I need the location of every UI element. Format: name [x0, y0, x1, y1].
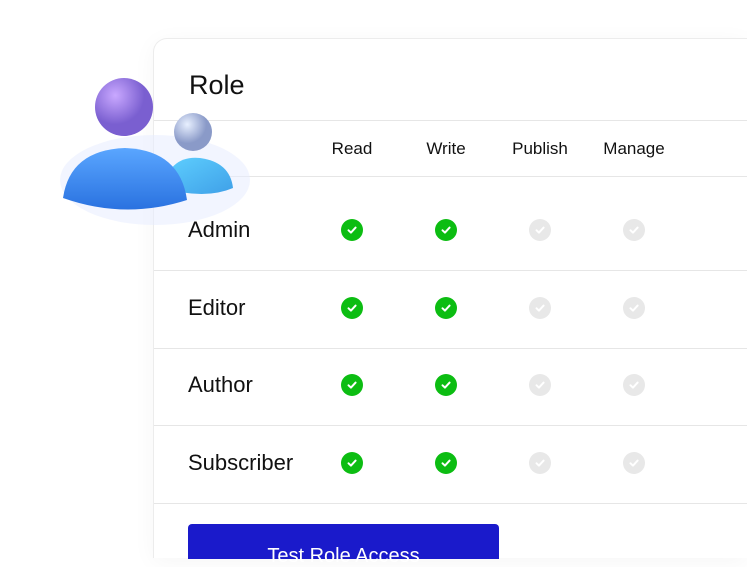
role-label: Admin: [188, 217, 251, 242]
divider: [154, 348, 747, 349]
check-denied-icon: [623, 374, 645, 396]
check-denied-icon: [529, 297, 551, 319]
check-denied-icon: [623, 219, 645, 241]
check-granted-icon: [435, 219, 457, 241]
role-label: Author: [188, 372, 253, 397]
divider: [154, 176, 747, 177]
column-header-manage: Manage: [603, 139, 665, 158]
role-label: Editor: [188, 295, 246, 320]
divider: [154, 270, 747, 271]
check-granted-icon: [341, 297, 363, 319]
divider: [154, 120, 747, 121]
check-granted-icon: [341, 452, 363, 474]
check-denied-icon: [529, 452, 551, 474]
check-granted-icon: [435, 297, 457, 319]
column-header-publish: Publish: [512, 139, 568, 158]
check-granted-icon: [435, 452, 457, 474]
check-granted-icon: [435, 374, 457, 396]
column-header-read: Read: [331, 139, 373, 158]
divider: [154, 503, 747, 504]
role-label: Subscriber: [188, 450, 294, 475]
column-header-write: Write: [426, 139, 466, 158]
check-denied-icon: [529, 219, 551, 241]
card-title: Role: [189, 70, 245, 100]
check-denied-icon: [623, 297, 645, 319]
check-granted-icon: [341, 374, 363, 396]
check-granted-icon: [341, 219, 363, 241]
users-icon: [60, 78, 250, 225]
test-role-access-button[interactable]: Test Role Access: [188, 524, 499, 566]
divider: [154, 425, 747, 426]
check-denied-icon: [623, 452, 645, 474]
check-denied-icon: [529, 374, 551, 396]
